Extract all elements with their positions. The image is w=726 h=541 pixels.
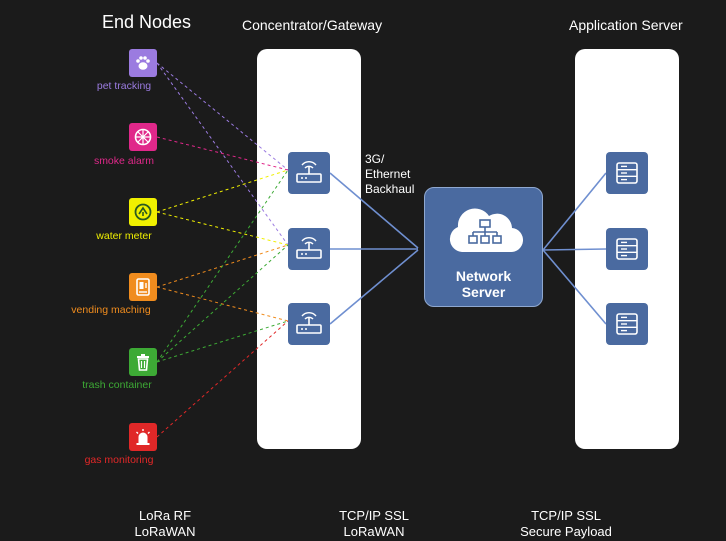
tcp-app-line-1: TCP/IP SSL	[531, 508, 601, 523]
server-icon[interactable]	[606, 228, 648, 270]
lora-line-2: LoRaWAN	[134, 524, 196, 539]
rf-link-line	[156, 62, 289, 171]
node-label-pet-tracking: pet tracking	[96, 80, 152, 92]
node-label-vending: vending maching	[71, 304, 151, 316]
rf-link-line	[156, 136, 289, 171]
water-meter-icon[interactable]	[129, 198, 157, 226]
network-server-line-1: Network	[455, 268, 512, 284]
backhaul-line-2: Ethernet	[365, 167, 411, 181]
rf-links	[156, 62, 289, 438]
protocol-label-lora: LoRa RF LoRaWAN	[95, 508, 235, 540]
app-server-heading: Application Server	[569, 17, 683, 33]
backhaul-link-line	[542, 248, 607, 251]
backhaul-line-1: 3G/	[365, 152, 385, 166]
vending-machine-icon[interactable]	[129, 273, 157, 301]
rf-link-line	[156, 62, 289, 246]
node-label-trash-container: trash container	[82, 379, 152, 391]
protocol-label-tcp-gateway: TCP/IP SSL LoRaWAN	[304, 508, 444, 540]
tcp-gateway-line-1: TCP/IP SSL	[339, 508, 409, 523]
server-icon[interactable]	[606, 152, 648, 194]
concentrator-heading: Concentrator/Gateway	[242, 17, 383, 33]
backhaul-link-line	[542, 172, 607, 251]
rf-link-line	[156, 169, 289, 363]
smoke-detector-icon[interactable]	[129, 123, 157, 151]
node-label-water-meter: water meter	[96, 230, 152, 242]
end-nodes-heading: End Nodes	[102, 12, 192, 32]
rf-link-line	[156, 320, 289, 363]
rf-link-line	[156, 320, 289, 438]
backhaul-link-line	[542, 249, 607, 325]
protocol-label-tcp-app: TCP/IP SSL Secure Payload	[496, 508, 636, 540]
rf-link-line	[156, 244, 289, 363]
server-icon[interactable]	[606, 303, 648, 345]
backhaul-line-3: Backhaul	[365, 182, 415, 196]
rf-link-line	[156, 169, 289, 213]
cloud-network-icon	[449, 208, 524, 253]
trash-icon[interactable]	[129, 348, 157, 376]
tcp-gateway-line-2: LoRaWAN	[343, 524, 405, 539]
backhaul-link-line	[329, 249, 419, 325]
node-label-smoke-alarm: smoke alarm	[93, 155, 155, 167]
gateway-router-icon[interactable]	[288, 228, 330, 270]
rf-link-line	[156, 211, 289, 246]
node-label-gas-monitoring: gas monitoring	[84, 454, 154, 466]
alarm-light-icon[interactable]	[129, 423, 157, 451]
tcp-app-line-2: Secure Payload	[520, 524, 612, 539]
backhaul-label: 3G/ Ethernet Backhaul	[365, 152, 414, 197]
rf-link-line	[156, 286, 289, 322]
lora-line-1: LoRa RF	[138, 508, 192, 523]
network-server-box[interactable]: Network Server	[424, 187, 543, 307]
gateway-router-icon[interactable]	[288, 303, 330, 345]
network-server-line-2: Server	[461, 284, 506, 300]
paw-icon[interactable]	[129, 49, 157, 77]
backhaul-link-line	[329, 172, 419, 249]
gateway-router-icon[interactable]	[288, 152, 330, 194]
backhaul-links	[329, 172, 607, 325]
